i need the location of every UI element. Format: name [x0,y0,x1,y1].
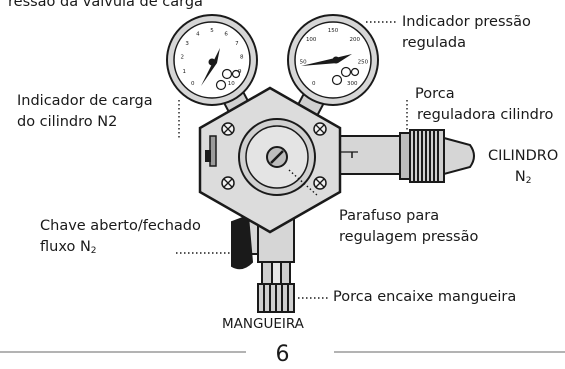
right-gauge-tick-2: 100 [306,37,317,43]
label-cylinder-n: N [514,169,526,185]
label-valve-line2-main: fluxo N [40,239,91,255]
regulated-pressure-gauge: 0 50 100 150 200 250 300 [287,14,379,106]
label-valve: Chave aberto/fechado fluxo N2 [40,216,201,262]
right-gauge-tick-0: 0 [312,81,316,87]
label-cylinder-nut: Porca reguladora cilindro [415,84,553,126]
label-adjust-screw: Parafuso para regulagem pressão [339,206,478,248]
left-gauge-ticks: 01 2 3 4 5 6 7 8 910 [180,28,244,87]
right-gauge-tick-4: 200 [350,37,361,43]
cylinder-nut [409,129,445,183]
label-adjust-screw-line2: regulagem pressão [339,229,479,245]
right-gauge-tick-5: 250 [358,60,369,66]
left-gauge-needle [201,48,220,86]
label-cylinder-nut-line1: Porca [415,86,455,102]
right-gauge-tick-1: 50 [300,60,307,66]
left-gauge-tick-3: 3 [185,41,189,47]
label-adjust-screw-line1: Parafuso para [339,208,440,224]
left-gauge-tick-9: 9 [238,69,242,75]
outlet-assembly [329,129,475,183]
label-cylinder-charge-line1: Indicador de carga [17,93,153,109]
left-gauge-tick-10: 10 [228,81,235,87]
hose-nut [257,283,295,313]
label-hose-nut: Porca encaixe mangueira [333,289,517,305]
cylinder-nozzle [443,136,475,176]
label-cylinder-charge-line2: do cilindro N2 [17,114,118,130]
label-cylinder: CILINDRO N2 [488,146,558,192]
adjust-screw-head [266,146,288,168]
left-gauge-tick-7: 7 [235,41,239,47]
cylinder-charge-gauge: 01 2 3 4 5 6 7 8 910 [166,14,258,106]
label-valve-line2-sub: 2 [90,246,97,256]
label-cylinder-nut-line2: reguladora cilindro [417,107,554,123]
right-gauge-tick-6: 300 [347,81,358,87]
page-number: 6 [275,342,290,367]
left-gauge-tick-0: 0 [191,81,195,87]
label-regulated-pressure-line2: regulada [402,35,466,51]
left-gauge-tick-5: 5 [210,28,214,34]
label-valve-line2: fluxo N2 [40,237,201,262]
left-gauge-tick-2: 2 [180,55,184,61]
label-regulated-pressure-line1: Indicador pressão [402,14,531,30]
left-gauge-tick-4: 4 [196,31,200,37]
leader-lines [176,21,408,299]
left-gauge-tick-1: 1 [182,69,186,75]
label-cylinder-line2: N2 [488,167,558,192]
label-valve-line1: Chave aberto/fechado [40,218,201,234]
left-gauge-tick-8: 8 [240,55,244,61]
left-gauge-tick-6: 6 [224,31,228,37]
right-gauge-tick-3: 150 [328,28,339,34]
header-fragment: ressão da válvula de carga [8,0,203,10]
label-regulated-pressure: Indicador pressão regulada [402,12,531,54]
label-cylinder-sub: 2 [525,176,532,186]
right-gauge-needle [301,54,352,66]
label-hose: MANGUEIRA [222,316,304,332]
right-gauge-ticks: 0 50 100 150 200 250 300 [300,28,369,87]
label-cylinder-charge: Indicador de carga do cilindro N2 [17,91,153,133]
label-cylinder-line1: CILINDRO [488,148,559,164]
